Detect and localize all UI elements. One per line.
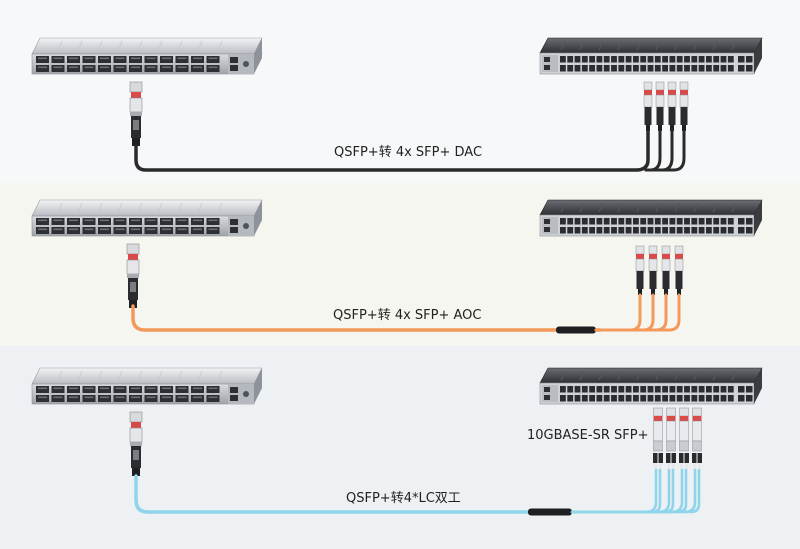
aoc-main-cable — [131, 304, 602, 332]
aoc-branch-cable-4 — [594, 293, 681, 332]
sfp-aoc-plug-4 — [674, 245, 684, 295]
dac-label: QSFP+转 4x SFP+ DAC — [334, 145, 483, 160]
qsfp-plug-lc — [129, 411, 143, 476]
dac-main-cable — [134, 129, 650, 172]
sfp-dac-plug-1 — [643, 81, 653, 131]
sfp-dac-plug-3 — [667, 81, 677, 131]
aoc-branch-cable-1 — [594, 293, 642, 332]
fiber-main-cable — [134, 474, 562, 514]
left-switch-aoc — [31, 199, 263, 237]
sfp-aoc-plug-3 — [661, 245, 671, 295]
left-switch-dac — [31, 37, 263, 75]
qsfp-plug-dac — [129, 81, 143, 146]
sfp-aoc-plug-1 — [635, 245, 645, 295]
sfp-module-1 — [653, 407, 663, 469]
left-switch-lc — [31, 367, 263, 405]
right-switch-dac — [539, 37, 763, 75]
sfp-module-3 — [679, 407, 689, 469]
sfp-module-4 — [692, 407, 702, 469]
right-switch-lc — [539, 367, 763, 405]
dac-branch-cable-4 — [644, 129, 686, 172]
sfp-module-label: 10GBASE-SR SFP+ — [527, 428, 649, 443]
aoc-branch-cable-2 — [594, 293, 655, 332]
aoc-branch-cable-3 — [594, 293, 668, 332]
fiber-branch-a-4 — [570, 468, 697, 514]
lc-label: QSFP+转4*LC双工 — [346, 491, 461, 506]
fiber-branch-a-1 — [570, 468, 658, 514]
sfp-module-2 — [666, 407, 676, 469]
aoc-label: QSFP+转 4x SFP+ AOC — [333, 308, 482, 323]
fiber-breakout-boot — [528, 508, 572, 516]
qsfp-plug-aoc — [126, 243, 140, 308]
sfp-aoc-plug-2 — [648, 245, 658, 295]
fiber-branch-b-4 — [689, 468, 701, 514]
fiber-branch-a-3 — [570, 468, 684, 514]
sfp-dac-plug-2 — [655, 81, 665, 131]
aoc-breakout-boot — [556, 326, 596, 334]
right-switch-aoc — [539, 199, 763, 237]
sfp-dac-plug-4 — [679, 81, 689, 131]
